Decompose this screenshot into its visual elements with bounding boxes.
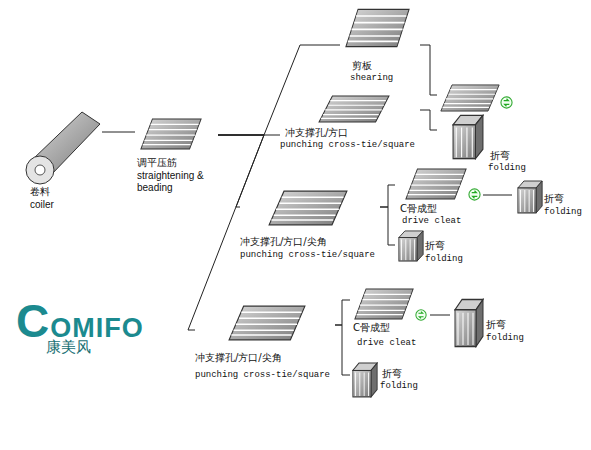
process-step: 卷料coiler (20, 108, 102, 212)
cleat-sheet (406, 169, 466, 199)
step-label-zh: 冲支撑孔/方口/尖角 (240, 236, 327, 248)
process-step: C骨成型 drive cleat (350, 285, 430, 355)
cleat-sheet (355, 289, 413, 319)
process-step: 折弯folding (350, 358, 422, 403)
flow-line (430, 315, 450, 316)
process-step: C骨成型drive cleat (395, 165, 483, 227)
flow-line (102, 132, 135, 133)
step-label-zh: 折弯 (544, 193, 564, 205)
flow-line (420, 110, 437, 130)
flow-line (380, 185, 395, 207)
flow-line (218, 45, 340, 135)
step-label-en: folding (486, 333, 524, 343)
flow-line (335, 300, 350, 325)
process-step: 折弯 folding (395, 228, 470, 273)
step-label-en: folding (544, 207, 582, 217)
turn-symbol (501, 97, 512, 108)
step-label-zh: 折弯 (425, 240, 445, 252)
step-label-zh: 冲支撑孔/方口 (285, 127, 348, 139)
process-step: 冲支撑孔/方口/尖角 punching cross-tie/square (195, 300, 335, 388)
turn-symbol (416, 310, 426, 320)
process-step: 冲支撑孔/方口/尖角 punching cross-tie/square (240, 185, 380, 265)
brand-name: 康美风 (46, 338, 91, 357)
coiler-roll (26, 112, 100, 184)
step-label-zh: 冲支撑孔/方口/尖角 (195, 352, 282, 364)
illustration-part (32, 112, 100, 176)
step-label-en: punching cross-tie/square (280, 140, 415, 150)
flow-line (335, 325, 350, 375)
process-step: 折弯 folding (512, 175, 584, 225)
step-label-zh: 调平压筋 (137, 157, 177, 169)
flow-line (188, 135, 264, 330)
folded-duct (455, 299, 483, 346)
step-label-en: straightening & beading (137, 170, 217, 193)
step-label-en: folding (425, 254, 463, 264)
step-label-zh: 剪板 (352, 60, 372, 72)
process-step: 折弯folding (437, 78, 555, 176)
step-label-en: folding (380, 381, 418, 391)
turn-symbol (469, 189, 480, 200)
step-label-zh: 折弯 (382, 368, 402, 380)
process-step: 折弯 folding (450, 295, 530, 355)
step-label-zh: 折弯 (490, 150, 510, 162)
flow-line (420, 45, 437, 95)
folded-duct (518, 181, 542, 213)
flow-line (218, 135, 264, 207)
flow-line (483, 195, 512, 196)
process-step: 剪板shearing (340, 3, 420, 85)
step-label-en: drive cleat (402, 216, 461, 226)
folded-duct (353, 363, 377, 397)
sheet-to-fold (441, 85, 499, 111)
straightened-sheet (141, 119, 201, 149)
step-label-zh: C骨成型 (400, 203, 437, 215)
step-label-en: shearing (350, 73, 393, 83)
illustration-part (35, 165, 45, 175)
flow-line (380, 207, 395, 245)
process-step: 调平压筋straightening & beading (135, 115, 218, 195)
step-label-zh: 卷料 (30, 186, 50, 198)
folded-duct (399, 231, 423, 261)
step-label-zh: C骨成型 (353, 322, 390, 334)
folded-duct (453, 115, 483, 158)
step-label-en: coiler (30, 199, 54, 211)
step-label-en: drive cleat (357, 338, 416, 348)
step-label-zh: 折弯 (486, 319, 506, 331)
step-label-en: punching cross-tie/square (195, 370, 330, 380)
step-label-en: folding (488, 163, 526, 173)
punched-sheet (269, 191, 347, 225)
punched-sheet (229, 306, 305, 340)
sheared-sheet (346, 9, 409, 46)
step-label-en: punching cross-tie/square (240, 250, 375, 260)
punched-sheet (319, 96, 389, 122)
illustration-part (26, 156, 54, 184)
process-step: 冲支撑孔/方口punching cross-tie/square (280, 90, 420, 152)
